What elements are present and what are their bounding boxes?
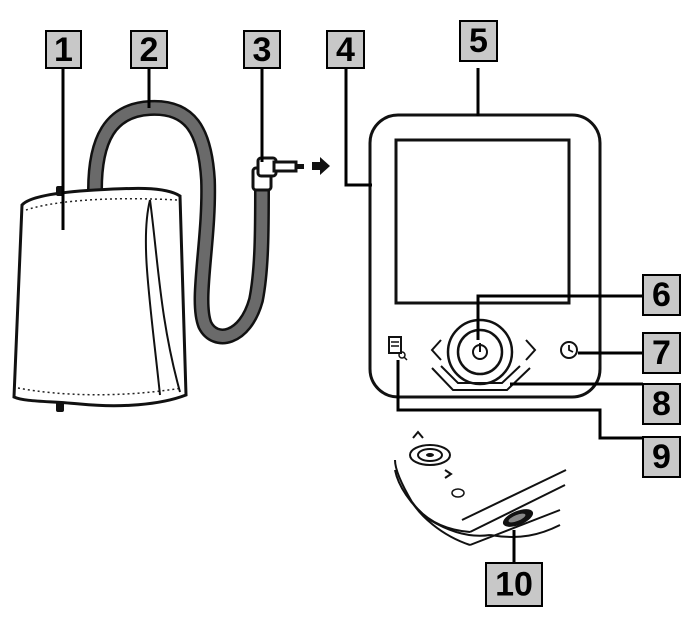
chevron-right-icon[interactable] (525, 339, 537, 361)
callout-4-label: 4 (336, 31, 355, 69)
callout-5: 5 (459, 20, 498, 62)
side-start-button (409, 444, 451, 466)
callout-8-label: 8 (652, 385, 671, 423)
callout-10-label: 10 (495, 566, 533, 604)
display-screen (394, 138, 571, 305)
callout-6: 6 (642, 274, 681, 316)
side-chevron-up-icon (412, 430, 424, 439)
power-adapter-socket (502, 509, 534, 527)
power-icon (472, 343, 488, 360)
callout-1-label: 1 (54, 31, 73, 69)
leader-lines (61, 68, 643, 563)
air-tube (87, 99, 270, 345)
side-clock-icon (451, 488, 465, 498)
callout-4: 4 (326, 30, 365, 69)
memory-icon (388, 336, 408, 361)
clock-button[interactable] (560, 341, 578, 359)
callout-10: 10 (485, 562, 543, 607)
tube-plug (251, 156, 304, 192)
callout-2-label: 2 (140, 31, 159, 69)
chevron-left-icon[interactable] (430, 339, 442, 361)
monitor-side-view (394, 430, 567, 546)
callout-9-label: 9 (652, 438, 671, 476)
callout-5-label: 5 (469, 22, 488, 60)
callout-9: 9 (642, 436, 681, 478)
start-stop-button[interactable] (446, 318, 514, 386)
callout-3: 3 (243, 30, 281, 69)
arrow-right-icon (312, 157, 330, 175)
callout-6-label: 6 (652, 276, 671, 314)
memory-button[interactable] (388, 336, 408, 361)
callout-7-label: 7 (652, 334, 671, 372)
callout-3-label: 3 (253, 31, 272, 69)
side-chevron-right-icon (444, 469, 453, 479)
callout-1: 1 (45, 30, 82, 69)
arm-cuff (12, 186, 188, 412)
monitor-unit (368, 113, 602, 399)
callout-2: 2 (130, 30, 168, 69)
arrow-keys-outline (431, 365, 531, 391)
callout-8: 8 (642, 383, 681, 425)
callout-7: 7 (642, 332, 681, 374)
clock-icon (560, 341, 578, 359)
